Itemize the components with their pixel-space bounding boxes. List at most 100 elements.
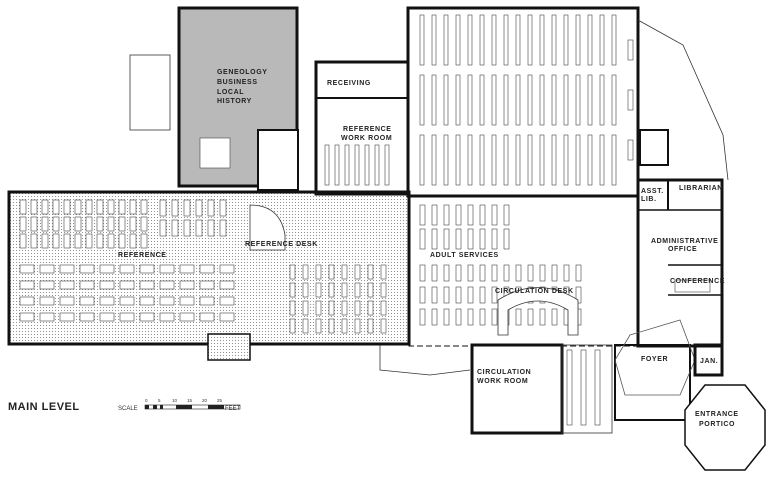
shelf <box>129 199 137 215</box>
shelf <box>467 14 473 66</box>
shelf <box>354 318 361 334</box>
shelf <box>179 280 195 290</box>
shelf <box>491 204 498 226</box>
shelf <box>479 264 486 282</box>
scale-tick-10: 10 <box>172 398 178 403</box>
shelf <box>30 199 38 215</box>
shelf <box>171 219 179 237</box>
shelf <box>183 219 191 237</box>
shelf <box>315 300 322 316</box>
shelf <box>118 216 126 232</box>
shelf <box>527 134 533 186</box>
shelf <box>195 199 203 217</box>
shelf <box>107 199 115 215</box>
shelf <box>79 296 95 306</box>
shelf <box>85 199 93 215</box>
shelf <box>384 144 390 186</box>
label-librarian: LIBRARIAN <box>679 185 723 192</box>
shelf <box>467 308 474 326</box>
shelf <box>79 264 95 274</box>
shelf <box>118 233 126 249</box>
shelf <box>96 233 104 249</box>
label-reference-desk: REFERENCE DESK <box>245 241 318 248</box>
shelf <box>419 134 425 186</box>
shelf <box>140 233 148 249</box>
shelf <box>443 204 450 226</box>
local-history-room <box>129 6 299 191</box>
shelf <box>380 300 387 316</box>
shelf <box>99 312 115 322</box>
shelf <box>328 318 335 334</box>
shelf <box>503 264 510 282</box>
shelf <box>575 286 582 304</box>
shelf <box>52 233 60 249</box>
shelf <box>503 228 510 250</box>
shelf <box>354 282 361 298</box>
shelf <box>539 134 545 186</box>
shelf <box>19 233 27 249</box>
plan-title: MAIN LEVEL <box>8 401 80 413</box>
shelf <box>159 219 167 237</box>
scale-tick-25: 25 <box>217 398 223 403</box>
shelf <box>539 14 545 66</box>
shelf <box>467 204 474 226</box>
shelf <box>63 233 71 249</box>
shelf <box>419 286 426 304</box>
shelf <box>566 349 573 426</box>
shelf <box>455 308 462 326</box>
shelf <box>419 308 426 326</box>
shelf <box>455 134 461 186</box>
shelf <box>431 286 438 304</box>
shelf <box>219 280 235 290</box>
shelf <box>515 74 521 126</box>
shelf <box>587 74 593 126</box>
label-local: LOCAL <box>217 89 244 96</box>
shelf <box>419 74 425 126</box>
shelf <box>334 144 340 186</box>
shelf <box>527 264 534 282</box>
label-asst: ASST. <box>641 188 664 195</box>
shelf <box>443 134 449 186</box>
shelf <box>99 296 115 306</box>
shelf <box>563 14 569 66</box>
shelf <box>479 204 486 226</box>
shelf <box>328 282 335 298</box>
shelf <box>467 286 474 304</box>
shelf <box>159 280 175 290</box>
shelf <box>431 204 438 226</box>
shelf <box>219 312 235 322</box>
adult-services-area <box>408 195 639 347</box>
shelf <box>627 39 634 61</box>
shelf <box>99 280 115 290</box>
shelf <box>219 264 235 274</box>
shelf <box>30 233 38 249</box>
shelf <box>599 134 605 186</box>
shelf <box>515 308 522 326</box>
shelf <box>611 74 617 126</box>
shelf <box>374 144 380 186</box>
shelf <box>455 228 462 250</box>
shelf <box>207 219 215 237</box>
work-rooms <box>314 60 410 196</box>
scale-tick-20: 20 <box>202 398 208 403</box>
shelf <box>575 14 581 66</box>
shelf <box>199 264 215 274</box>
shelf <box>627 139 634 161</box>
shelf <box>159 296 175 306</box>
shelf <box>129 216 137 232</box>
shelf <box>139 312 155 322</box>
shelf <box>503 14 509 66</box>
shelf <box>479 74 485 126</box>
shelf <box>527 74 533 126</box>
shelf <box>159 312 175 322</box>
shelf <box>527 308 534 326</box>
shelf <box>611 14 617 66</box>
shelf <box>96 216 104 232</box>
scale-tick-15: 15 <box>187 398 193 403</box>
shelf <box>179 296 195 306</box>
shelf <box>515 134 521 186</box>
shelf <box>118 199 126 215</box>
shelf <box>419 14 425 66</box>
shelf <box>419 204 426 226</box>
shelf <box>85 216 93 232</box>
